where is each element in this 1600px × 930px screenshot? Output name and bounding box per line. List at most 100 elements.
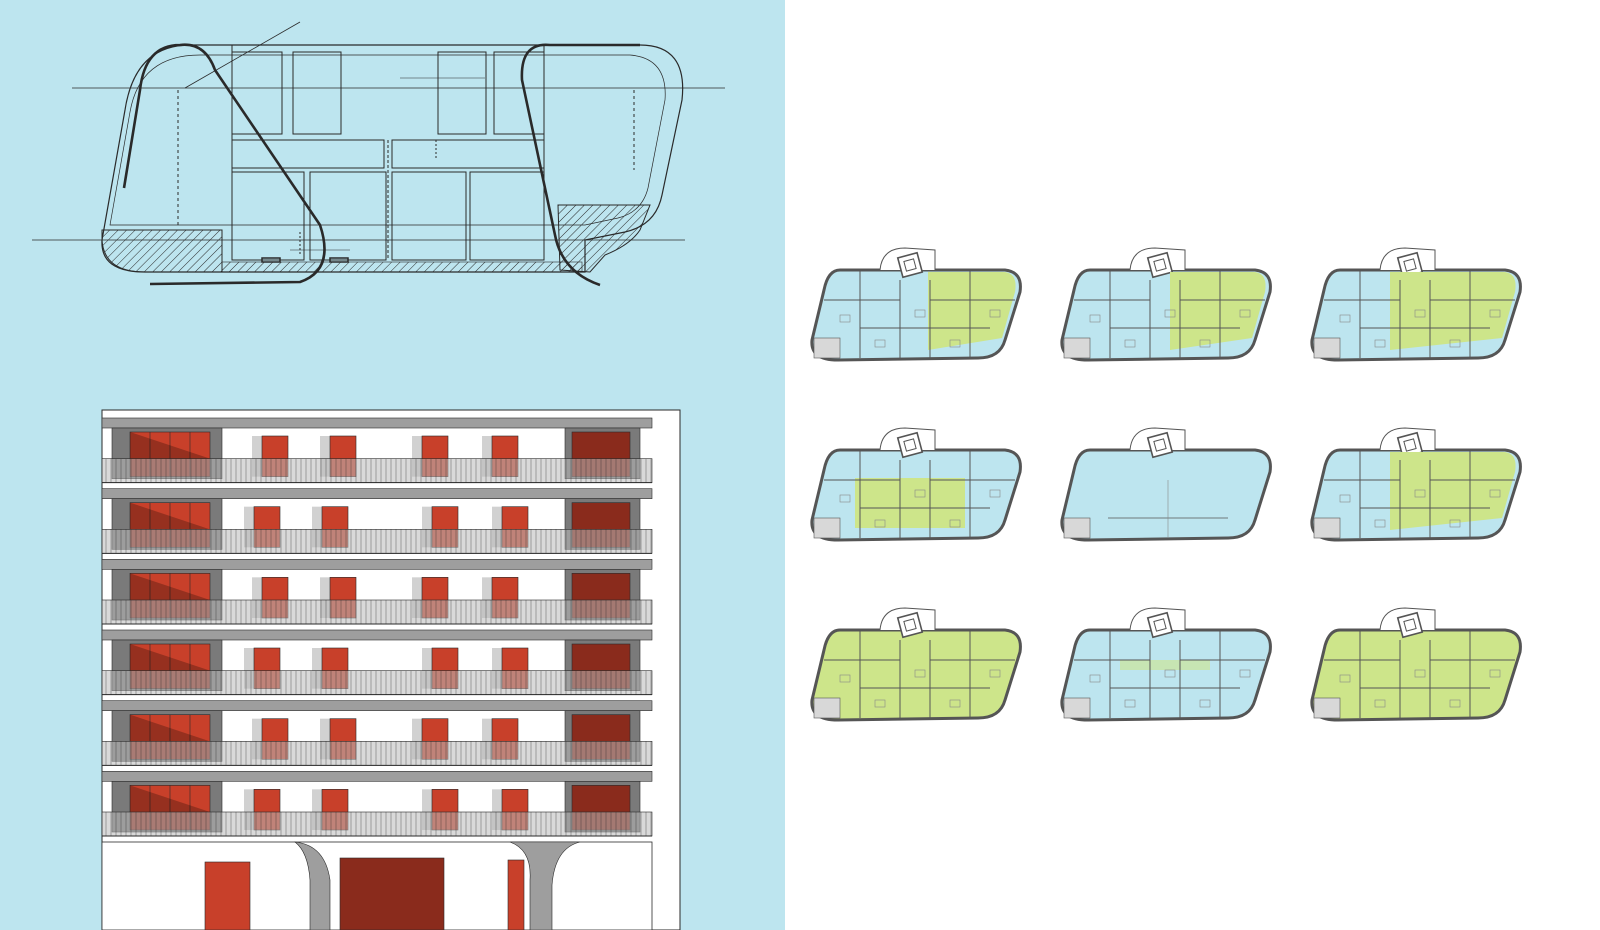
floor-plan xyxy=(1060,247,1272,362)
ground-entrance xyxy=(339,857,445,930)
plan-furniture xyxy=(989,489,1001,498)
floor-plan-grid xyxy=(785,0,1600,930)
door-shadow xyxy=(320,436,330,477)
door-shadow xyxy=(482,436,492,477)
floor-plan xyxy=(1310,427,1522,542)
plan-furniture xyxy=(1489,309,1501,318)
floor-slab xyxy=(101,559,653,570)
stair-icon xyxy=(896,431,924,459)
facade-floor xyxy=(101,771,653,837)
plan-outline xyxy=(1310,628,1522,722)
plan-furniture xyxy=(1449,699,1461,708)
stair-box xyxy=(1146,611,1174,639)
plan-furniture xyxy=(1164,309,1176,318)
plan-terrace xyxy=(1063,337,1091,359)
stair-box xyxy=(1396,611,1424,639)
plan-outline xyxy=(1060,628,1272,722)
floor-plan xyxy=(810,607,1022,722)
plan-furniture xyxy=(839,314,851,323)
balcony-railing xyxy=(101,741,653,766)
balcony-railing xyxy=(101,670,653,695)
floor-slab xyxy=(101,417,653,429)
balcony-railing xyxy=(101,458,653,483)
plan-green-zone xyxy=(855,478,965,528)
plan-furniture xyxy=(949,519,961,528)
stair-box xyxy=(896,431,924,459)
door-shadow xyxy=(312,648,322,689)
plan-terrace xyxy=(813,337,841,359)
plan-furniture xyxy=(874,699,886,708)
ground-door xyxy=(204,861,251,930)
door-shadow xyxy=(482,718,492,760)
stair-inner xyxy=(1403,618,1417,632)
facade-floor xyxy=(101,417,653,484)
plan-green-zone xyxy=(1170,272,1266,350)
facade-floor xyxy=(101,700,653,766)
door-shadow xyxy=(320,718,330,760)
door-shadow xyxy=(492,648,502,689)
floor-slab xyxy=(101,629,653,641)
plan-furniture xyxy=(1239,669,1251,678)
plan-furniture xyxy=(1339,674,1351,683)
plan-terrace xyxy=(1063,517,1091,539)
door-shadow xyxy=(312,506,322,548)
core-wall-right xyxy=(520,43,640,287)
door-shadow xyxy=(422,789,432,830)
plan-outline xyxy=(810,628,1022,722)
room xyxy=(292,51,342,135)
hatched-area-right xyxy=(557,204,651,273)
ground-column xyxy=(509,841,581,930)
door-mark xyxy=(261,257,281,263)
plan-terrace xyxy=(813,517,841,539)
door-shadow xyxy=(244,648,254,689)
door-shadow xyxy=(412,436,422,477)
door-shadow xyxy=(422,506,432,548)
plan-green-zone xyxy=(1120,660,1210,670)
door-shadow xyxy=(412,577,422,618)
plan-furniture xyxy=(1124,339,1136,348)
stair-inner xyxy=(1153,438,1167,452)
plan-furniture xyxy=(949,699,961,708)
plan-furniture xyxy=(1339,494,1351,503)
plan-furniture xyxy=(1414,489,1426,498)
door-shadow xyxy=(312,789,322,830)
plan-furniture xyxy=(839,494,851,503)
plan-furniture xyxy=(1449,519,1461,528)
plan-furniture xyxy=(1199,339,1211,348)
door-shadow xyxy=(482,577,492,618)
floor-plan xyxy=(1060,607,1272,722)
stair-inner xyxy=(1403,438,1417,452)
plan-furniture xyxy=(914,489,926,498)
stair-inner xyxy=(1153,258,1167,272)
room xyxy=(391,171,467,261)
facade-floor xyxy=(101,559,653,625)
ground-column xyxy=(293,841,331,930)
floor-plan xyxy=(810,247,1022,362)
plan-furniture xyxy=(949,339,961,348)
floor-plan xyxy=(810,427,1022,542)
stair-box xyxy=(1146,431,1174,459)
plan-terrace xyxy=(1063,697,1091,719)
plan-green-zone xyxy=(1390,452,1516,530)
ground-door xyxy=(507,859,525,930)
plan-furniture xyxy=(1374,339,1386,348)
floor-plan xyxy=(1060,427,1272,542)
plan-furniture xyxy=(1449,339,1461,348)
left-drawing xyxy=(0,0,785,930)
stair-icon xyxy=(1146,431,1174,459)
door-shadow xyxy=(492,506,502,548)
plan-green-zone xyxy=(1390,272,1516,350)
floor-plan xyxy=(1310,247,1522,362)
plan-furniture xyxy=(874,519,886,528)
plan-furniture xyxy=(1089,314,1101,323)
plan-furniture xyxy=(989,309,1001,318)
plan-furniture xyxy=(1414,669,1426,678)
hatched-area-left xyxy=(101,229,223,273)
door-shadow xyxy=(320,577,330,618)
stair-inner xyxy=(903,618,917,632)
plan-furniture xyxy=(1374,519,1386,528)
stair-inner xyxy=(1403,258,1417,272)
plan-furniture xyxy=(914,309,926,318)
stair-icon xyxy=(896,611,924,639)
door-shadow xyxy=(252,577,262,618)
